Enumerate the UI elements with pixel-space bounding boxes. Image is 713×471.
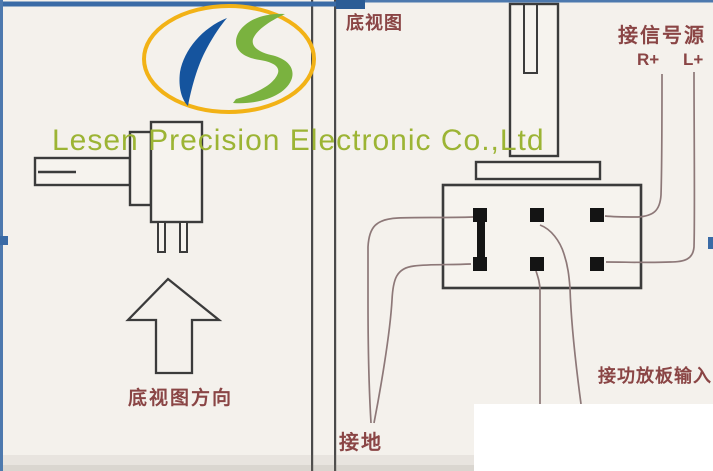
pot-body-side: [149, 120, 204, 224]
frame-top-left-bar: [2, 1, 338, 7]
label-amp-board-input: 接功放板输入: [598, 366, 712, 386]
pot-pin-side-2: [179, 221, 188, 253]
shaft-slot-bottom: [523, 3, 538, 74]
lesen-logo: [142, 4, 316, 114]
frame-top-right-line: [365, 0, 713, 3]
company-name-watermark: Lesen Precision Electronic Co.,Ltd: [52, 124, 545, 157]
logo-letter-s: [233, 13, 293, 104]
frame-top-center-block: [336, 0, 365, 9]
up-arrow-icon: [125, 277, 223, 375]
ground-wire-bottom-left-pin: [373, 263, 472, 424]
pin-top-left: [473, 208, 487, 222]
solder-pins: [473, 208, 604, 271]
label-signal-source: 接信号源: [618, 25, 706, 47]
pot-body-bottom: [441, 183, 643, 290]
pin-bottom-right: [590, 257, 604, 271]
wires: [367, 71, 696, 424]
logo-letter-l: [179, 18, 227, 106]
amp-wire-bottom-middle-pin: [535, 270, 541, 404]
logo-ellipse: [142, 4, 316, 114]
frame-left-stripe: [0, 0, 3, 471]
bottom-shade-edge: [0, 465, 474, 471]
amp-wire-top-middle-pin: [539, 224, 582, 405]
signal-wire-r: [604, 73, 663, 218]
label-l-channel: L+: [683, 50, 704, 69]
pin-bottom-left: [473, 257, 487, 271]
label-view-direction: 底视图方向: [128, 388, 234, 409]
pin-top-middle: [530, 208, 544, 222]
white-corner-patch: [474, 404, 713, 471]
frame-left-nub: [0, 236, 8, 245]
pin-bottom-middle: [530, 257, 544, 271]
label-bottom-view: 底视图: [346, 13, 403, 33]
frame-right-nub: [708, 237, 713, 249]
label-ground: 接地: [339, 432, 383, 454]
pin-top-right: [590, 208, 604, 222]
bottom-shade-strip: [0, 455, 474, 471]
label-r-channel: R+: [637, 50, 660, 69]
ground-jumper-bar: [477, 215, 485, 264]
pot-side-view: [33, 120, 204, 253]
signal-wire-l: [605, 71, 696, 264]
ground-wire-top-left-pin: [367, 216, 474, 424]
panel-divider-left-line: [311, 0, 314, 471]
mounting-plate: [474, 160, 602, 181]
pot-pin-side-1: [157, 221, 166, 253]
panel-divider-right-line: [334, 0, 337, 471]
